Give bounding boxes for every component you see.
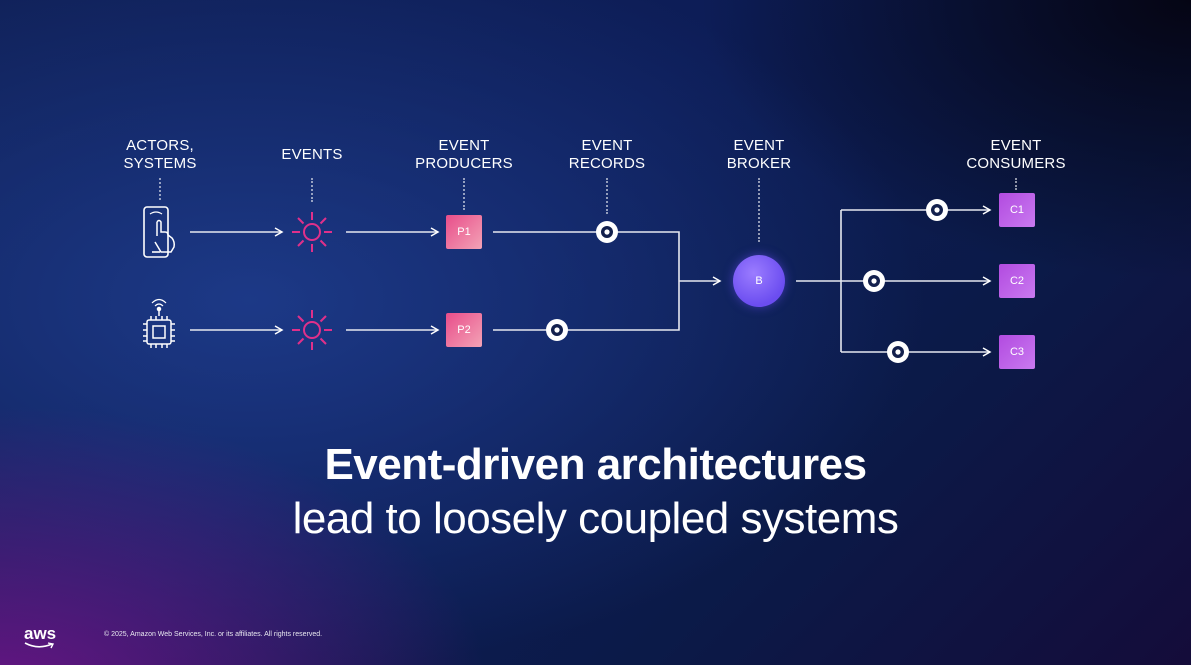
label-event-producers: EVENT PRODUCERS (415, 137, 513, 172)
chip-icon (143, 298, 175, 348)
consumer-c3-label: C3 (1009, 346, 1025, 358)
aws-logo: aws (24, 624, 57, 649)
consumer-c3: C3 (999, 335, 1035, 369)
label-event-broker: EVENT BROKER (726, 137, 792, 172)
consumer-c1-label: C1 (1009, 204, 1025, 216)
record-dot-icon (863, 270, 885, 292)
connector-events (311, 178, 313, 202)
sun-burst-icon (292, 310, 332, 350)
record-dot-icon (926, 199, 948, 221)
aws-smile-icon (24, 642, 55, 649)
smartphone-touch-icon (143, 206, 175, 258)
record-dot-icon (887, 341, 909, 363)
producer-p2-label: P2 (457, 324, 471, 336)
connector-actors (159, 178, 161, 200)
consumer-c1: C1 (999, 193, 1035, 227)
broker-label: B (755, 275, 763, 287)
label-event-consumers: EVENT CONSUMERS (966, 137, 1066, 172)
producer-p1: P1 (446, 215, 482, 249)
producer-p2: P2 (446, 313, 482, 347)
consumer-c2: C2 (999, 264, 1035, 298)
connector-consumers (1015, 178, 1017, 190)
aws-logo-text: aws (24, 624, 57, 643)
subheadline: lead to loosely coupled systems (292, 494, 899, 543)
connector-records (606, 178, 608, 214)
label-event-records: EVENT RECORDS (568, 137, 646, 172)
sun-burst-icon (292, 212, 332, 252)
connector-producers (463, 178, 465, 210)
label-events: EVENTS (281, 146, 343, 163)
event-broker-node: B (733, 255, 785, 307)
line-p2-merge (493, 281, 680, 331)
connector-broker (758, 178, 760, 242)
record-dot-icon (546, 319, 568, 341)
line-p1-merge (493, 231, 680, 281)
consumer-c2-label: C2 (1009, 275, 1025, 287)
label-actors-systems: ACTORS, SYSTEMS (123, 137, 197, 172)
headline: Event-driven architectures (324, 440, 867, 489)
producer-p1-label: P1 (457, 226, 471, 238)
copyright-notice: © 2025, Amazon Web Services, Inc. or its… (104, 631, 323, 638)
record-dot-icon (596, 221, 618, 243)
